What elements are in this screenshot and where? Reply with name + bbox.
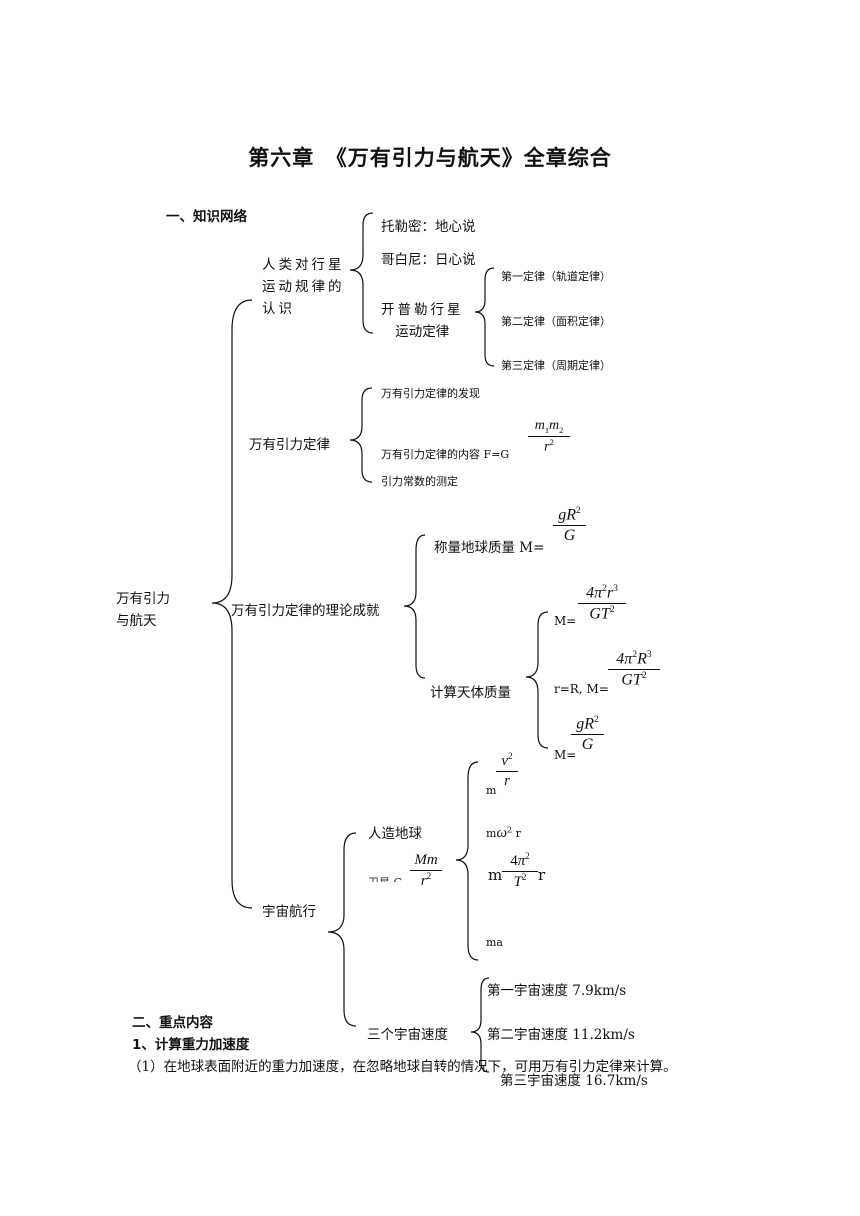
- root-node: 万有引力 与航天: [116, 588, 170, 632]
- root-label-line1: 万有引力: [116, 591, 170, 607]
- root-label-line2: 与航天: [116, 613, 157, 629]
- second-cosmic-speed: 第二宇宙速度 11.2km/s: [487, 1027, 635, 1043]
- gravitation-constant: 引力常数的测定: [381, 475, 458, 488]
- kepler-label-line2: 运动定律: [395, 324, 450, 340]
- gravitation-content: 万有引力定律的内容 F=G: [381, 448, 510, 461]
- satellite-brace: [455, 761, 479, 961]
- section-heading-knowledge-network: 一、知识网络: [166, 209, 247, 225]
- satellite-formula-3-prefix: m: [488, 866, 503, 884]
- branch2-label: 万有引力定律: [249, 437, 330, 453]
- section-heading-key-content: 二、重点内容: [132, 1015, 213, 1031]
- branch4-label: 宇宙航行: [262, 904, 316, 920]
- kepler-law-2: 第二定律（面积定律）: [501, 315, 611, 328]
- kepler-law-1: 第一定律（轨道定律）: [501, 270, 611, 283]
- first-cosmic-speed: 第一宇宙速度 7.9km/s: [487, 983, 627, 999]
- branch1-label-line3: 认识: [262, 301, 295, 317]
- satellite-formula-3-suffix: r: [538, 866, 546, 884]
- celestial-formula-3-prefix: M=: [554, 748, 577, 762]
- satellite-formula-2: mω2 r: [486, 825, 521, 841]
- omega-symbol: ω: [496, 825, 508, 841]
- subheading-gravity-acceleration: 1、计算重力加速度: [132, 1037, 250, 1053]
- celestial-formula-1-prefix: M=: [554, 614, 577, 628]
- kepler-law-3: 第三定律（周期定律）: [501, 359, 611, 372]
- branch4-brace: [327, 832, 357, 1027]
- branch2-brace: [349, 387, 373, 483]
- kepler-label-line1: 开普勒行星: [381, 302, 464, 318]
- branch1-label-line1: 人类对行星: [262, 257, 345, 273]
- paragraph-gravity-acceleration: （1）在地球表面附近的重力加速度，在忽略地球自转的情况下，可用万有引力定律来计算…: [128, 1059, 677, 1075]
- satellite-formula-1-prefix: m: [486, 784, 497, 797]
- page-title: 第六章 《万有引力与航天》全章综合: [248, 146, 612, 170]
- celestial-formula-2-prefix: r=R, M=: [554, 682, 609, 696]
- branch3-label: 万有引力定律的理论成就: [231, 603, 380, 619]
- satellite-label: 人造地球: [368, 826, 422, 842]
- earth-mass-label: 称量地球质量 M=: [434, 540, 545, 556]
- branch3-brace: [403, 534, 426, 679]
- gravitation-discovery: 万有引力定律的发现: [381, 387, 480, 400]
- branch1-brace: [349, 212, 374, 334]
- root-brace: [211, 299, 253, 909]
- satellite-formula-2-prefix: m: [486, 827, 497, 840]
- celestial-mass-label: 计算天体质量: [430, 685, 511, 701]
- branch1-label: 人类对行星 运动规律的 认识: [262, 254, 345, 320]
- speeds-brace: [470, 977, 490, 1073]
- satellite-formula-4: ma: [486, 936, 503, 949]
- branch1-label-line2: 运动规律的: [262, 279, 345, 295]
- satellite-label-partial: 卫星 G: [368, 874, 402, 882]
- kepler-brace: [474, 267, 495, 367]
- ptolemy-item: 托勒密：地心说: [381, 219, 476, 235]
- copernicus-item: 哥白尼：日心说: [381, 252, 476, 268]
- satellite-formula-2-suffix: r: [515, 827, 521, 840]
- kepler-label: 开普勒行星 运动定律: [381, 299, 464, 343]
- celestial-brace: [525, 611, 549, 749]
- third-cosmic-speed: 第三宇宙速度 16.7km/s: [500, 1073, 648, 1089]
- cosmic-speeds-label: 三个宇宙速度: [367, 1027, 448, 1043]
